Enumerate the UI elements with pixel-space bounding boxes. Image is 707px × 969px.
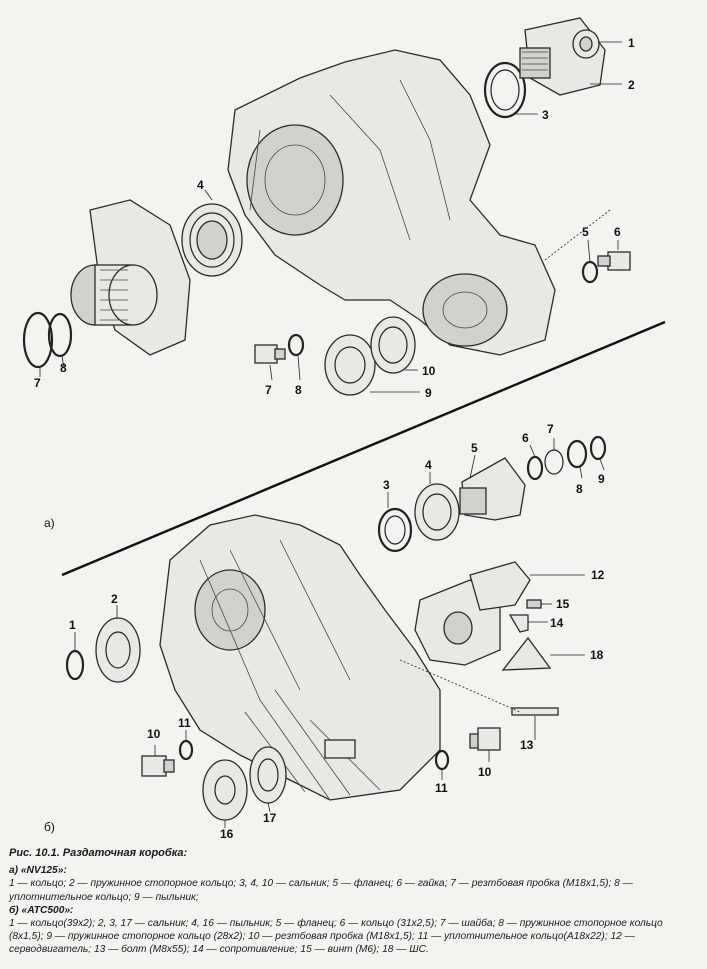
variant-a-label: а)	[44, 516, 55, 530]
callouts-a: 1 2 3 4 5 6 7 8 7 8 10 9	[34, 36, 635, 400]
oring-b-11-left	[178, 739, 194, 761]
callout-a-2: 2	[628, 78, 635, 92]
plug-a-7-right	[597, 251, 631, 271]
callout-b-10: 10	[147, 727, 161, 741]
figure-caption: Рис. 10.1. Раздаточная коробка: а) «NV12…	[9, 847, 699, 957]
ring-a-1	[22, 311, 54, 369]
housing-a-output	[422, 273, 508, 347]
clip-b-9	[589, 435, 607, 461]
seal-b-2	[95, 617, 141, 683]
callout-a-8: 8	[60, 361, 67, 375]
caption-a-heading: а) «NV125»:	[9, 865, 67, 877]
divider-line	[61, 320, 666, 577]
callout-b-17: 17	[263, 811, 277, 825]
seal-a-4	[483, 61, 527, 119]
callout-b-8: 8	[576, 482, 583, 496]
callout-b-12: 12	[591, 568, 605, 582]
variant-a-assembly	[22, 17, 631, 396]
callout-a-8: 8	[295, 383, 302, 397]
callout-a-6: 6	[614, 225, 621, 239]
callout-a-9: 9	[425, 386, 432, 400]
boot-b-16	[202, 759, 248, 821]
caption-title: Рис. 10.1. Раздаточная коробка:	[9, 847, 188, 859]
variant-b-label: б)	[44, 820, 55, 834]
servomotor-b-12	[414, 561, 531, 666]
callout-b-15: 15	[556, 597, 570, 611]
callout-b-4: 4	[425, 458, 432, 472]
callout-b-13: 13	[520, 738, 534, 752]
callout-b-16: 16	[220, 827, 234, 841]
oring-a-8-left	[287, 333, 305, 357]
callout-a-7: 7	[34, 376, 41, 390]
ring-a-2	[47, 312, 73, 358]
oring-a-8-right	[581, 260, 599, 284]
screw-b-15	[526, 599, 542, 609]
clip-b-8	[566, 439, 588, 469]
plug-b-10-right	[469, 727, 501, 751]
housing-a-bore	[246, 124, 344, 236]
plug-b-10-left	[141, 755, 175, 777]
callout-b-11: 11	[435, 781, 448, 795]
callout-b-11: 11	[178, 716, 191, 730]
bolt-b-13	[511, 707, 559, 716]
washer-b-7	[544, 449, 564, 475]
seal-b-17	[249, 746, 287, 804]
flange-b-5	[459, 457, 526, 521]
seal-a-3	[181, 203, 243, 277]
connector-b-18	[501, 636, 552, 671]
callout-b-18: 18	[590, 648, 604, 662]
callout-a-1: 1	[628, 36, 635, 50]
callout-a-10: 10	[422, 364, 436, 378]
seal-b-3	[377, 507, 413, 553]
callout-b-2: 2	[111, 592, 118, 606]
caption-b-text: 1 — кольцо(39x2); 2, 3, 17 — сальник; 4,…	[9, 918, 663, 956]
ring-b-1	[65, 649, 85, 681]
gear-bearing-a	[70, 264, 158, 326]
callout-b-6: 6	[522, 431, 529, 445]
boot-a-9	[324, 334, 376, 396]
caption-b-heading: б) «ATC500»:	[9, 904, 74, 916]
oring-b-11-right	[434, 749, 450, 771]
callout-b-5: 5	[471, 441, 478, 455]
callout-a-5: 5	[582, 225, 589, 239]
callout-a-3: 3	[542, 108, 549, 122]
callout-b-10: 10	[478, 765, 492, 779]
boot-b-4	[414, 483, 460, 541]
callout-a-4: 4	[197, 178, 204, 192]
callout-b-9: 9	[598, 472, 605, 486]
callout-b-14: 14	[550, 616, 564, 630]
callout-a-7: 7	[265, 383, 272, 397]
callout-b-7: 7	[547, 422, 554, 436]
variant-b-assembly	[65, 435, 607, 828]
caption-a-text: 1 — кольцо; 2 — пружинное стопорное коль…	[9, 878, 633, 903]
callout-b-3: 3	[383, 478, 390, 492]
plug-a-7-left	[254, 344, 286, 364]
ring-b-6	[526, 455, 544, 481]
resistor-b-14	[508, 614, 529, 633]
callout-b-1: 1	[69, 618, 76, 632]
seal-a-10	[370, 316, 416, 374]
housing-b-bore	[194, 569, 266, 651]
